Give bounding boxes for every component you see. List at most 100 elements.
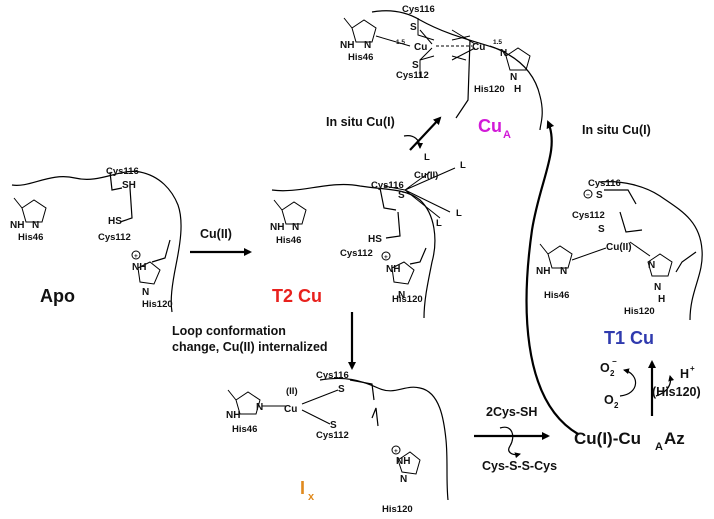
t1-charge-circle xyxy=(583,189,593,199)
t2-to-cua-arrow xyxy=(409,116,442,151)
t2-ligand-3: L xyxy=(456,208,462,219)
ix-imidazole-his46 xyxy=(227,389,261,415)
t2-ligand-1: L xyxy=(424,152,430,163)
proton-curl xyxy=(655,375,675,397)
t2-plus: + xyxy=(384,254,388,261)
cua-his46-label: His46 xyxy=(348,52,373,63)
t1-cys112-label: Cys112 xyxy=(572,210,605,221)
cua-his120-n: N xyxy=(500,48,507,59)
t2-his46-label: His46 xyxy=(276,235,301,246)
ix-label: I x xyxy=(300,478,315,503)
t1-his120-nh-n: N xyxy=(654,282,661,293)
t2-imidazole-his46 xyxy=(273,199,307,225)
ix-label-main: I xyxy=(300,478,305,498)
ix-charge-circle xyxy=(391,445,401,455)
t1-structure: Cys116 − S Cys112 S Cu(II) N NH His46 N … xyxy=(536,178,703,321)
apo-cys112-label: Cys112 xyxy=(98,232,131,243)
apo-protein-loop xyxy=(11,170,182,313)
t1-his120-h: H xyxy=(658,294,665,305)
o2m-sup: − xyxy=(612,357,617,366)
t2-backbone-cys116 xyxy=(379,187,397,211)
t1-his120-label: His120 xyxy=(624,306,655,317)
t1-s-112: S xyxy=(598,224,605,235)
loop-caption-1: Loop conformation xyxy=(172,324,286,338)
t1-backbone-cys112 xyxy=(619,211,643,233)
ix-plus: + xyxy=(394,448,398,455)
t2-s: S xyxy=(398,190,405,201)
ix-cys112-label: Cys112 xyxy=(316,430,349,441)
t2-structure: Cys116 S Cu(II) L L L L N NH His46 HS Cy… xyxy=(270,152,466,319)
cua-label-sub: A xyxy=(503,129,511,141)
ix-cys116-label: Cys116 xyxy=(316,370,349,381)
t1-protein-loop xyxy=(599,181,703,321)
o2m-o: O xyxy=(600,361,610,375)
t2-label: T2 Cu xyxy=(272,286,322,306)
t1-cu-n120 xyxy=(629,241,651,257)
ix-backbone-upper xyxy=(349,379,375,401)
proton: H + xyxy=(680,364,695,381)
cua-cys116-bridge xyxy=(417,18,471,41)
cua-frac-left: 1.5 xyxy=(396,39,405,46)
apo-imidazole-his120 xyxy=(137,261,161,285)
ix-imidazole-his120 xyxy=(397,451,421,475)
apo-his120-n: N xyxy=(142,287,149,298)
ix-backbone-lower xyxy=(371,407,379,427)
cua-his46-nh: NH xyxy=(340,40,354,51)
t1-his46-n: N xyxy=(560,266,567,277)
cua-his120-h: H xyxy=(514,84,521,95)
t1-backbone-cys116 xyxy=(604,189,637,205)
t2-imidazole-his120 xyxy=(391,261,415,285)
t1-his46-label: His46 xyxy=(544,290,569,301)
final-label-b: Az xyxy=(664,429,685,448)
ix-his120-nh: NH xyxy=(396,456,410,467)
t2-charge-circle xyxy=(381,251,391,261)
cys-sh-label: 2Cys-SH xyxy=(486,405,537,419)
t2-cys116-label: Cys116 xyxy=(371,180,404,191)
ix-his46-label: His46 xyxy=(232,424,257,435)
insitu-left-label: In situ Cu(I) xyxy=(326,115,395,129)
t1-minus: − xyxy=(586,192,590,199)
t1-s-116: S xyxy=(596,190,603,201)
his120-paren: (His120) xyxy=(652,385,701,399)
t2-his46-nh: NH xyxy=(270,222,284,233)
ix-s-cu xyxy=(301,389,339,425)
o2-o: O xyxy=(604,393,614,407)
t2-cu-ligands xyxy=(383,167,456,219)
cua-imidazole-his46 xyxy=(343,17,377,43)
ix-label-sub: x xyxy=(308,491,315,503)
apo-structure: N NH His46 Cys116 SH HS Cys112 NH + N Hi… xyxy=(10,166,182,313)
ix-cu: Cu xyxy=(284,404,297,415)
cua-his46-n: N xyxy=(364,40,371,51)
oxygen-curl xyxy=(619,368,637,397)
cua-his120-nh-n: N xyxy=(510,72,517,83)
t2-ligand-2: L xyxy=(460,160,466,171)
t2-his120-n: N xyxy=(398,290,405,301)
ix-ox-state: (II) xyxy=(286,386,298,397)
cua-label-main: Cu xyxy=(478,116,502,136)
t2-backbone-cys112 xyxy=(385,211,401,239)
ix-his46-nh: NH xyxy=(226,410,240,421)
cua-cu-right: Cu xyxy=(472,42,485,53)
ix-structure: Cys116 (II) S Cu N NH His46 S Cys112 + N… xyxy=(226,370,449,515)
insitu-right-label: In situ Cu(I) xyxy=(582,123,651,137)
final-to-cua-arrow xyxy=(525,120,579,435)
apo-cys112-hs: HS xyxy=(108,216,122,227)
cua-s-top: S xyxy=(410,22,417,33)
cua-backbone-right xyxy=(455,39,471,119)
cua-cu-left: Cu xyxy=(414,42,427,53)
cua-structure: N NH His46 Cys116 S S 1.5 Cu Cu 1.5 N Cy… xyxy=(340,4,543,131)
ix-his120-label: His120 xyxy=(382,504,413,515)
final-label-a: Cu(I)-Cu xyxy=(574,429,641,448)
h-plus-sup: + xyxy=(690,364,695,373)
loop-caption-2: change, Cu(II) internalized xyxy=(172,340,328,354)
t1-n-cu xyxy=(571,247,607,261)
t2-his120-label: His120 xyxy=(392,294,423,305)
t1-backbone-his120 xyxy=(675,251,697,273)
apo-his46-label: His46 xyxy=(18,232,43,243)
t2-cys112-hs: HS xyxy=(368,234,382,245)
apo-imidazole-his46 xyxy=(13,197,47,223)
t2-protein-loop xyxy=(271,183,436,319)
apo-backbone-his120 xyxy=(151,239,171,263)
o2-sub: 2 xyxy=(614,401,619,410)
t1-his46-nh: NH xyxy=(536,266,550,277)
